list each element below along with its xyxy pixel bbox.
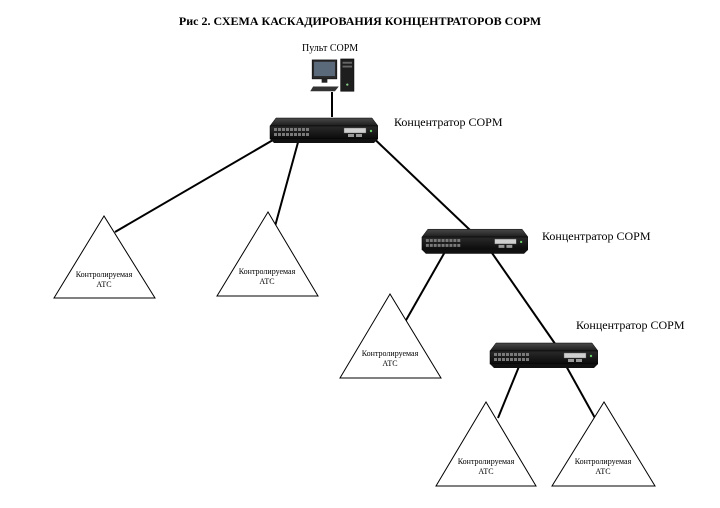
hub-2-label: Концентратор СОРМ [542, 229, 651, 243]
station-3-label: Контролируемая АТС [340, 349, 440, 369]
hub-1-switch-icon [269, 117, 378, 144]
link-hub3-station5 [564, 363, 596, 419]
station-5-label: Контролируемая АТС [553, 457, 653, 477]
hub-1-label: Концентратор СОРМ [394, 115, 503, 129]
station-1-line2: АТС [96, 280, 112, 289]
hub-3-switch-icon [489, 342, 598, 369]
station-2-line1: Контролируемая [238, 267, 296, 276]
station-4-label: Контролируемая АТС [436, 457, 536, 477]
diagram-title: Рис 2. СХЕМА КАСКАДИРОВАНИЯ КОНЦЕНТРАТОР… [178, 14, 542, 28]
station-4-line2: АТС [478, 467, 494, 476]
station-3-line2: АТС [382, 359, 398, 368]
link-hub1-station2 [273, 134, 301, 231]
station-3-triangle [339, 293, 442, 379]
connection-lines [114, 92, 596, 419]
station-5-line2: АТС [595, 467, 611, 476]
link-hub2-station3 [404, 249, 447, 323]
station-2-triangle [216, 211, 319, 297]
hub-3-label: Концентратор СОРМ [576, 318, 685, 332]
station-3-line1: Контролируемая [361, 349, 419, 358]
link-hub1-station1 [114, 132, 286, 233]
link-hub2-hub3 [491, 252, 559, 349]
link-hub1-hub2 [364, 129, 471, 231]
station-1-triangle [53, 215, 156, 299]
station-1-label: Контролируемая АТС [54, 270, 154, 290]
console-label: Пульт СОРМ [302, 43, 359, 54]
station-5-triangle [551, 401, 656, 487]
station-2-label: Контролируемая АТС [217, 267, 317, 287]
station-4-line1: Контролируемая [457, 457, 515, 466]
station-5-line1: Контролируемая [574, 457, 632, 466]
console-computer-icon [310, 58, 355, 92]
station-4-triangle [435, 401, 537, 487]
link-hub3-station4 [497, 363, 521, 419]
stations-triangles [53, 211, 656, 487]
hub-2-switch-icon [421, 228, 528, 255]
station-2-line2: АТС [259, 277, 275, 286]
station-1-line1: Контролируемая [75, 270, 133, 279]
